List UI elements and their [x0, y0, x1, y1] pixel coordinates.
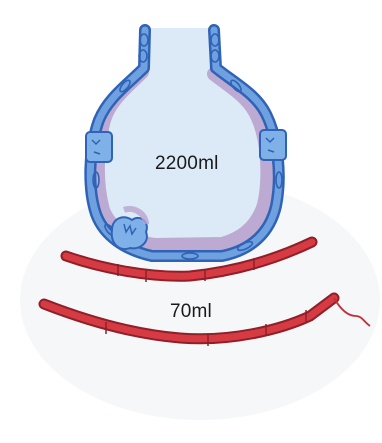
right-junction-cell: [260, 130, 286, 160]
upper-volume-label: 2200ml: [155, 153, 219, 175]
left-junction-cell: [86, 132, 112, 162]
lower-volume-label: 70ml: [170, 301, 212, 323]
